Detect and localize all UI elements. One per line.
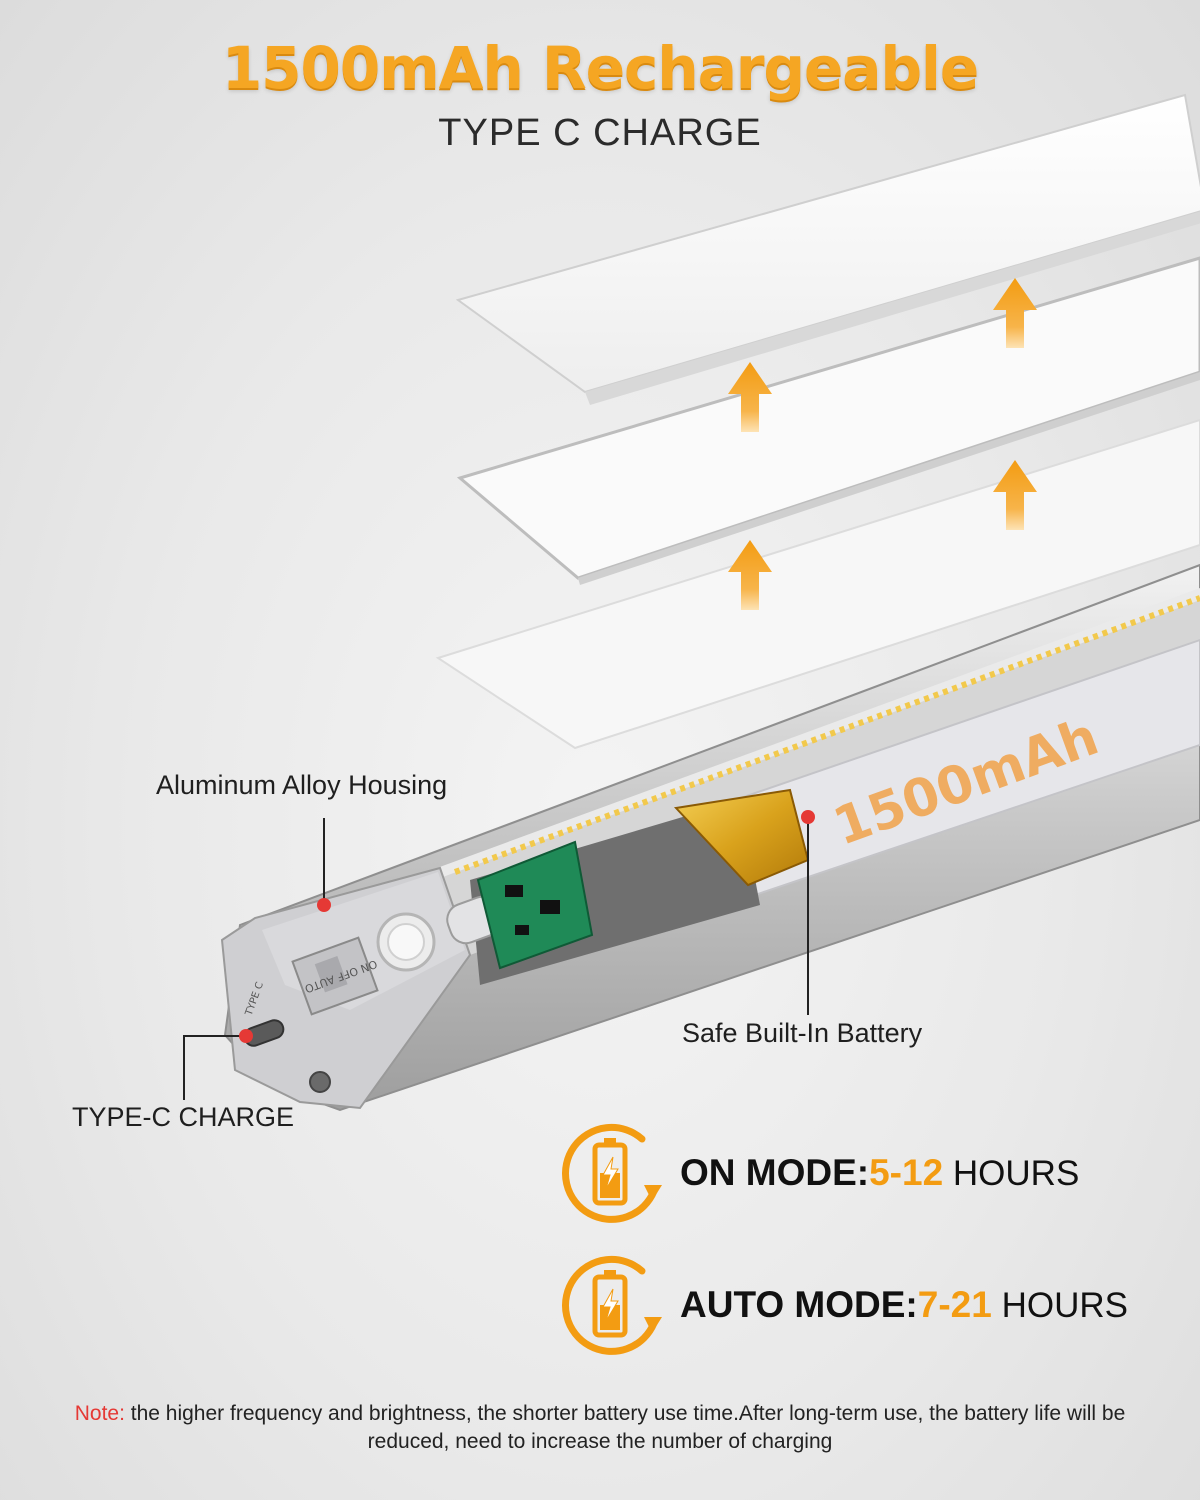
arrow-up-icon (728, 362, 772, 432)
mode-hours-range: 5-12 (869, 1152, 944, 1193)
callout-housing-label: Aluminum Alloy Housing (156, 770, 448, 800)
mode-hours-range: 7-21 (917, 1284, 992, 1325)
mode-name: ON MODE: (680, 1152, 870, 1193)
mode-name: AUTO MODE: (680, 1284, 918, 1325)
note-prefix: Note: (74, 1402, 125, 1425)
mode-unit: HOURS (1001, 1286, 1128, 1325)
headline: 1500mAh Rechargeable (221, 34, 979, 102)
mode-unit: HOURS (952, 1154, 1080, 1193)
arrow-up-icon (993, 278, 1037, 348)
callout-housing-leader (317, 818, 331, 912)
mode-text-auto: AUTO MODE:7-21 HOURS (680, 1284, 1128, 1326)
callout-port-leader (183, 1029, 253, 1100)
battery-charging-icon (561, 1123, 662, 1223)
battery-charging-icon (561, 1255, 662, 1355)
callout-charge-label: TYPE-C CHARGE (72, 1102, 295, 1132)
callout-battery-leader (801, 810, 815, 1015)
arrow-up-icon (728, 540, 772, 610)
callout-battery-label: Safe Built-In Battery (682, 1018, 923, 1048)
usage-note: Note: the higher frequency and brightnes… (60, 1400, 1140, 1456)
aluminum-housing: ON OFF AUTO 1500mAh TYPE C (220, 563, 1200, 1112)
arrow-up-icon (993, 460, 1037, 530)
note-text: the higher frequency and brightness, the… (124, 1402, 1126, 1453)
mode-row-on: ON MODE:5-12 HOURS (556, 1118, 1079, 1228)
mode-text-on: ON MODE:5-12 HOURS (680, 1152, 1079, 1194)
subheadline: TYPE C CHARGE (438, 112, 762, 154)
diffuser-cover-top (455, 93, 1200, 405)
mode-row-auto: AUTO MODE:7-21 HOURS (556, 1250, 1128, 1360)
